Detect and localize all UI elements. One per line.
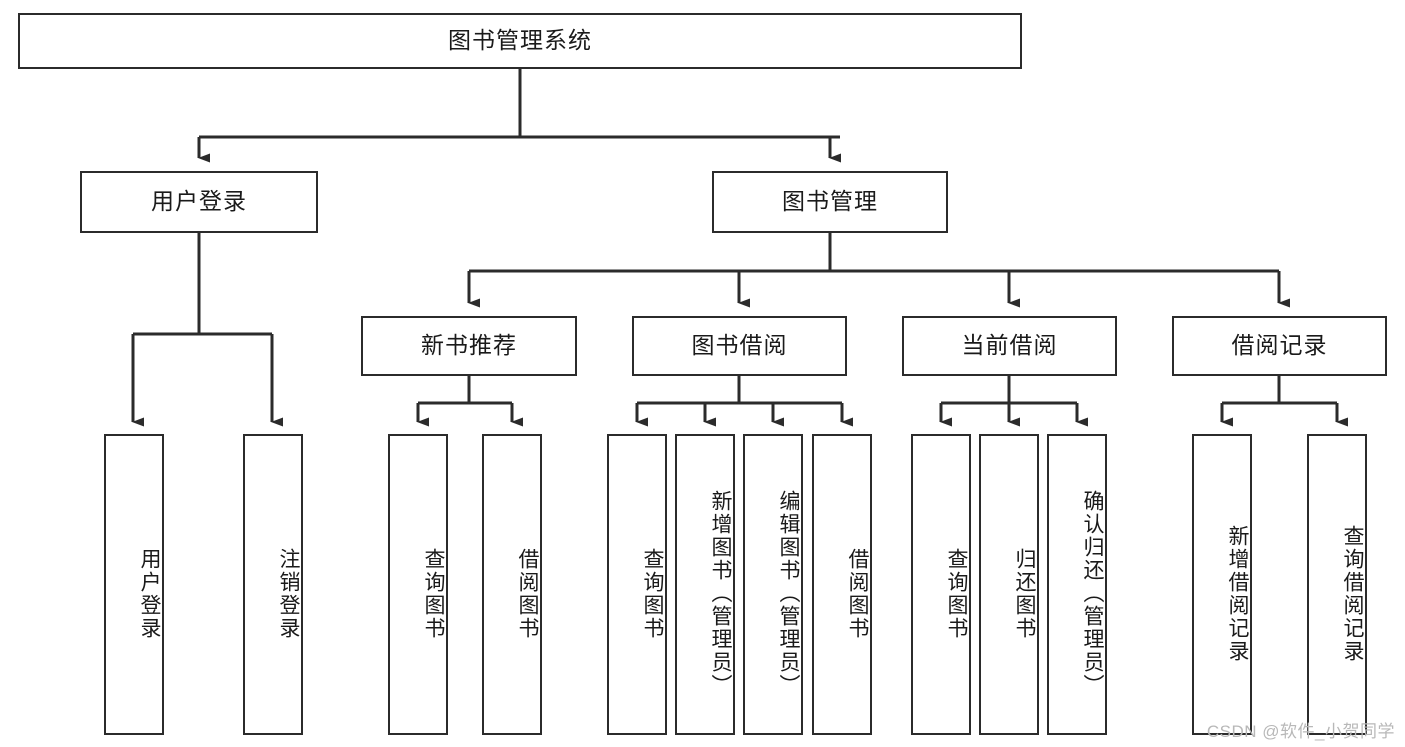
node-book-management-system[interactable]: 图书管理系统 xyxy=(18,13,1022,69)
node-new-book-recommend[interactable]: 新书推荐 xyxy=(361,316,577,376)
node-label: 图书管理 xyxy=(782,188,878,215)
node-book-management[interactable]: 图书管理 xyxy=(712,171,948,233)
node-label: 查询借阅记录 xyxy=(1341,524,1364,663)
leaf-current-confirm-return[interactable]: 确认归还（管理员） xyxy=(1047,434,1107,735)
watermark: CSDN @软件_小贺同学 xyxy=(1206,722,1395,741)
node-label: 查询图书 xyxy=(641,547,664,640)
node-borrow-record[interactable]: 借阅记录 xyxy=(1172,316,1387,376)
node-label: 用户登录 xyxy=(138,547,161,640)
node-book-borrow[interactable]: 图书借阅 xyxy=(632,316,847,376)
leaf-recommend-query-book[interactable]: 查询图书 xyxy=(388,434,448,735)
leaf-current-return-book[interactable]: 归还图书 xyxy=(979,434,1039,735)
leaf-borrow-query-book[interactable]: 查询图书 xyxy=(607,434,667,735)
node-label: 借阅图书 xyxy=(846,547,869,640)
leaf-user-logout[interactable]: 注销登录 xyxy=(243,434,303,735)
leaf-recommend-borrow-book[interactable]: 借阅图书 xyxy=(482,434,542,735)
leaf-borrow-edit-book[interactable]: 编辑图书（管理员） xyxy=(743,434,803,735)
leaf-borrow-borrow-book[interactable]: 借阅图书 xyxy=(812,434,872,735)
node-label: 新增图书（管理员） xyxy=(709,490,732,697)
leaf-user-login[interactable]: 用户登录 xyxy=(104,434,164,735)
node-label: 当前借阅 xyxy=(961,332,1058,359)
leaf-record-add-record[interactable]: 新增借阅记录 xyxy=(1192,434,1252,735)
node-label: 编辑图书（管理员） xyxy=(777,490,800,697)
node-label: 用户登录 xyxy=(151,188,247,215)
leaf-current-query-book[interactable]: 查询图书 xyxy=(911,434,971,735)
node-label: 借阅图书 xyxy=(516,547,539,640)
node-label: 查询图书 xyxy=(422,547,445,640)
node-label: 归还图书 xyxy=(1013,547,1036,640)
node-label: 查询图书 xyxy=(945,547,968,640)
node-label: 注销登录 xyxy=(277,547,300,640)
leaf-borrow-add-book[interactable]: 新增图书（管理员） xyxy=(675,434,735,735)
node-label: 新书推荐 xyxy=(421,332,517,359)
node-user-login[interactable]: 用户登录 xyxy=(80,171,318,233)
node-label: 新增借阅记录 xyxy=(1226,524,1249,663)
node-label: 图书管理系统 xyxy=(448,27,592,54)
node-label: 图书借阅 xyxy=(691,332,788,359)
leaf-record-query-record[interactable]: 查询借阅记录 xyxy=(1307,434,1367,735)
node-label: 借阅记录 xyxy=(1231,332,1328,359)
node-label: 确认归还（管理员） xyxy=(1081,490,1104,697)
node-current-borrow[interactable]: 当前借阅 xyxy=(902,316,1117,376)
